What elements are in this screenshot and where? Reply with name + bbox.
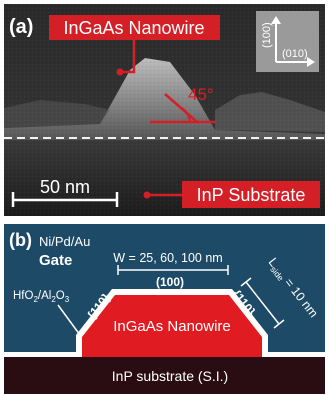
panel-a: (a) InGaAs Nanowire 45° (100) (010) 50 n… xyxy=(4,4,325,216)
gate-label: Gate xyxy=(39,252,72,269)
width-label: W = 25, 60, 100 nm xyxy=(113,251,222,265)
orientation-horizontal-label: (010) xyxy=(282,48,308,60)
dielectric-label: HfO2/Al2O3 xyxy=(13,290,70,304)
substrate-region xyxy=(4,357,325,394)
side-length-bottom-tick xyxy=(273,319,285,329)
panel-a-label: (a) xyxy=(9,16,33,38)
nanowire-leader-dot xyxy=(116,68,124,76)
substrate-label-box-a xyxy=(182,181,320,208)
gate-metals-label: Ni/Pd/Au xyxy=(39,234,90,249)
orientation-right-arrowhead xyxy=(307,57,315,67)
dielectric-leader-line xyxy=(57,304,81,336)
nanowire-leader-line xyxy=(121,40,136,74)
side-length-dimension-line xyxy=(245,281,280,325)
nanowire-label-box-a xyxy=(49,15,220,40)
dielectric-hfo: HfO xyxy=(13,290,34,302)
orientation-up-arrowhead xyxy=(271,16,281,24)
top-facet-label: (100) xyxy=(156,275,184,289)
dielectric-sub1: 2 xyxy=(33,295,38,304)
nanowire-label-a: InGaAs Nanowire xyxy=(63,18,204,38)
side-length-top-tick xyxy=(240,277,252,287)
nanowire-trapezoid xyxy=(4,295,325,360)
nanowire-label-b: InGaAs Nanowire xyxy=(113,318,231,335)
scale-bar-label: 50 nm xyxy=(40,177,90,197)
dielectric-al: /Al xyxy=(38,290,51,302)
angle-slope-line xyxy=(164,93,198,123)
angle-label: 45° xyxy=(188,85,214,104)
panel-b-label: (b) xyxy=(9,230,32,250)
dielectric-sub2: 2 xyxy=(51,295,56,304)
angle-arc xyxy=(181,107,191,123)
dielectric-sub3: 3 xyxy=(65,295,70,304)
substrate-label-b: InP substrate (S.I.) xyxy=(112,368,228,384)
orientation-vertical-label: (100) xyxy=(261,22,273,48)
substrate-label-a: InP Substrate xyxy=(197,185,306,205)
dielectric-o: O xyxy=(56,290,65,302)
panel-b: (b) Ni/Pd/Au Gate W = 25, 60, 100 nm (10… xyxy=(4,224,325,394)
